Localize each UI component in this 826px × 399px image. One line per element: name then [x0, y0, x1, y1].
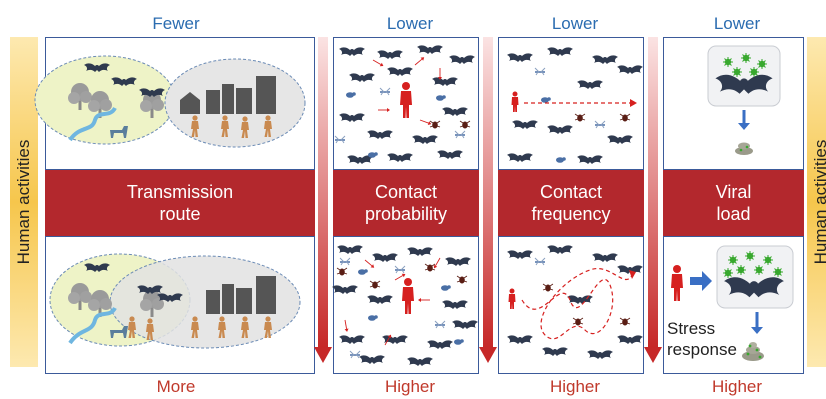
- gradient-arrow-2: [483, 37, 493, 347]
- col2-top-label: Lower: [386, 14, 434, 33]
- side-bar-left: Human activities: [10, 37, 38, 367]
- transmission-top-scene: [34, 55, 306, 148]
- stress-response-label: Stress response: [667, 318, 737, 361]
- probability-bottom-scene: [332, 245, 478, 366]
- arrow-head-1: [314, 347, 332, 363]
- feces-icon: [742, 342, 764, 361]
- probability-top-scene: [334, 45, 475, 164]
- viral-top-scene: [707, 45, 781, 155]
- col1-top-label: Fewer: [152, 14, 200, 33]
- frequency-top-scene: [507, 47, 643, 164]
- bar-line-2: load: [716, 204, 751, 224]
- col1-bottom-label: More: [156, 377, 196, 396]
- col4-bottom-label: Higher: [711, 377, 763, 396]
- bar-line-2: route: [159, 204, 201, 224]
- col3-top-label: Lower: [551, 14, 599, 33]
- arrow-head-2: [479, 347, 497, 363]
- side-bar-right: Human activities: [807, 37, 826, 367]
- arrow-head-3: [644, 347, 662, 363]
- stress-line-1: Stress: [667, 319, 716, 338]
- bar-line-2: probability: [364, 204, 448, 224]
- col4-top-label: Lower: [713, 14, 761, 33]
- bar-line-1: Contact: [374, 181, 438, 202]
- bar-line-1: Transmission: [126, 181, 234, 202]
- col3-bottom-label: Higher: [549, 377, 601, 396]
- col2-bottom-label: Higher: [384, 377, 436, 396]
- viral-bottom-scene: [671, 245, 794, 361]
- frequency-bottom-scene: [507, 245, 643, 359]
- stress-line-2: response: [667, 340, 737, 360]
- bar-line-1: Contact: [539, 181, 603, 202]
- bar-line-1: Viral: [715, 181, 752, 202]
- col3-bottom-panel: [498, 236, 644, 374]
- gradient-arrow-3: [648, 37, 658, 347]
- transmission-bottom-scene: [49, 253, 301, 349]
- gradient-arrow-1: [318, 37, 328, 347]
- feces-icon: [735, 142, 753, 155]
- bar-line-2: frequency: [531, 204, 611, 224]
